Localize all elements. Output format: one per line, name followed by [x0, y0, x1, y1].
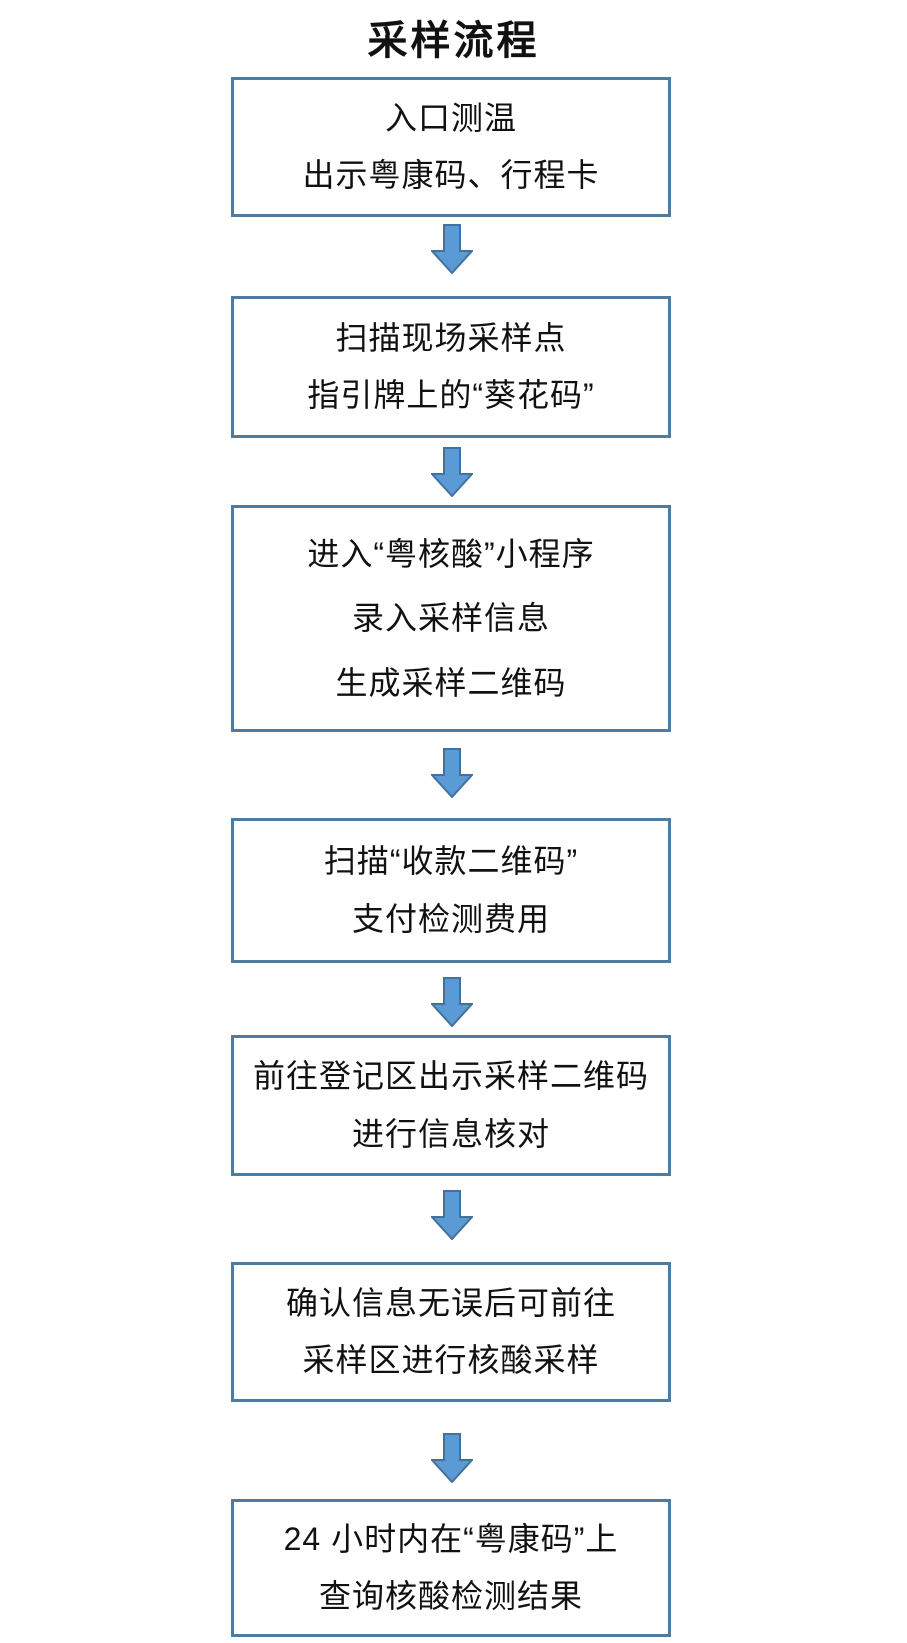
- step-text: 扫描“收款二维码”: [323, 842, 579, 879]
- down-arrow-icon: [431, 1433, 473, 1483]
- step-text: 24 小时内在“粤康码”上: [283, 1521, 619, 1558]
- flowchart-title: 采样流程: [367, 19, 540, 63]
- flow-step-query-result: 24 小时内在“粤康码”上 查询核酸检测结果: [231, 1499, 671, 1637]
- down-arrow-icon: [431, 447, 473, 497]
- step-text: 确认信息无误后可前往: [285, 1285, 616, 1322]
- flow-step-info-verify: 前往登记区出示采样二维码 进行信息核对: [231, 1035, 671, 1176]
- down-arrow-icon: [431, 224, 473, 274]
- step-text: 查询核酸检测结果: [318, 1577, 583, 1614]
- step-text: 录入采样信息: [351, 600, 550, 637]
- flow-step-scan-site-code: 扫描现场采样点 指引牌上的“葵花码”: [231, 296, 671, 438]
- step-text: 出示粤康码、行程卡: [302, 157, 600, 194]
- step-text: 入口测温: [384, 100, 517, 137]
- down-arrow-icon: [431, 977, 473, 1027]
- flow-step-sampling: 确认信息无误后可前往 采样区进行核酸采样: [231, 1262, 671, 1402]
- step-text: 支付检测费用: [351, 901, 550, 938]
- step-text: 指引牌上的“葵花码”: [307, 377, 595, 414]
- flow-step-pay-fee: 扫描“收款二维码” 支付检测费用: [231, 818, 671, 963]
- flow-step-entry-check: 入口测温 出示粤康码、行程卡: [231, 77, 671, 217]
- step-text: 采样区进行核酸采样: [302, 1342, 600, 1379]
- down-arrow-icon: [431, 1190, 473, 1240]
- step-text: 生成采样二维码: [335, 664, 567, 701]
- step-text: 进行信息核对: [351, 1115, 550, 1152]
- flow-step-miniprogram-register: 进入“粤核酸”小程序 录入采样信息 生成采样二维码: [231, 505, 671, 732]
- step-text: 前往登记区出示采样二维码: [252, 1058, 649, 1095]
- down-arrow-icon: [431, 748, 473, 798]
- step-text: 进入“粤核酸”小程序: [307, 535, 595, 572]
- step-text: 扫描现场采样点: [335, 319, 567, 356]
